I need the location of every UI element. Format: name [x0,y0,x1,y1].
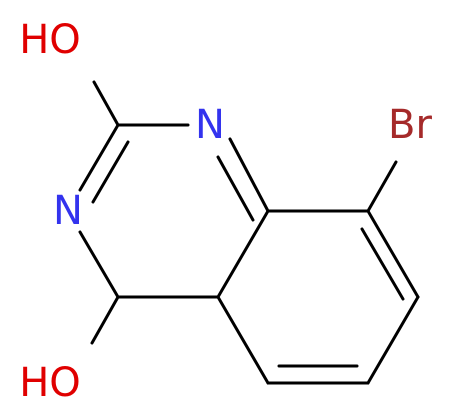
atom-labels: HO N N HO Br [19,17,432,406]
bond-c8-br [366,160,398,213]
bond-c2-n3-second [91,140,130,204]
bond-n3-c4 [78,230,120,299]
bond-c4-oh [90,295,120,345]
bond-c8-c7-second [360,227,405,301]
bond-c5-c4a [216,295,270,385]
bond-n1-c8a [228,137,270,213]
bond-c2-n3 [78,123,120,192]
bond-c8-c7 [366,209,420,299]
bond-n1-c8a-second [216,155,255,222]
atom-label-bromine: Br [388,102,432,148]
bonds [78,80,420,385]
atom-label-nitrogen-3: N [53,188,83,234]
bond-c7-c6 [366,295,420,385]
atom-label-hydroxyl-bottom: HO [19,360,81,406]
bond-c8a-c4a [216,209,270,299]
atom-label-nitrogen-1: N [195,102,225,148]
atom-label-hydroxyl-top: HO [19,17,81,63]
bond-c2-oh [92,80,120,127]
